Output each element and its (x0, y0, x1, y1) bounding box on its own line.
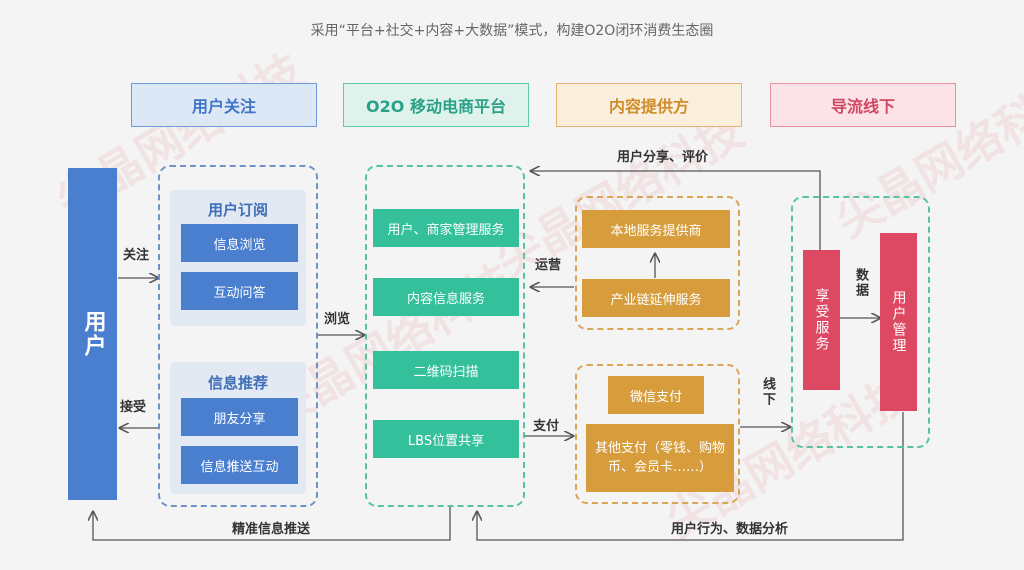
precise-push-label: 精准信息推送 (232, 522, 311, 537)
local-provider-box: 本地服务提供商 (582, 210, 730, 248)
browse-label: 浏览 (324, 312, 351, 327)
header-offline: 导流线下 (770, 83, 956, 127)
subscribe-title: 用户订阅 (207, 201, 268, 219)
info-push-box: 信息推送互动 (181, 446, 298, 484)
lbs-share-box: LBS位置共享 (373, 420, 519, 458)
recommend-title: 信息推荐 (207, 374, 268, 392)
follow-label: 关注 (123, 248, 150, 263)
header-user-follow: 用户关注 (131, 83, 317, 127)
wechat-pay-box: 微信支付 (608, 376, 704, 414)
payment-group (575, 364, 740, 504)
industry-chain-box: 产业链延伸服务 (582, 279, 730, 317)
offline-group (791, 196, 930, 448)
page-title: 采用“平台+社交+内容+大数据”模式，构建O2O闭环消费生态圈 (310, 23, 714, 39)
provider-group (575, 196, 740, 330)
other-pay-box: 其他支付（零钱、购物币、会员卡……） (586, 424, 734, 492)
interactive-qa-box: 互动问答 (181, 272, 298, 310)
user-bar: 用户 (68, 168, 117, 500)
merchant-management-box: 用户、商家管理服务 (373, 209, 519, 247)
offline-label: 线下 (760, 377, 775, 407)
platform-group (365, 165, 525, 507)
accept-label: 接受 (120, 400, 147, 415)
qr-scan-box: 二维码扫描 (373, 351, 519, 389)
enjoy-service-box: 享受服务 (803, 250, 840, 390)
content-service-box: 内容信息服务 (373, 278, 519, 316)
operate-label: 运营 (535, 258, 562, 273)
friend-share-box: 朋友分享 (181, 398, 298, 436)
behavior-analysis-label: 用户行为、数据分析 (671, 522, 789, 537)
pay-label: 支付 (533, 419, 560, 434)
header-content-provider: 内容提供方 (556, 83, 742, 127)
user-management-box: 用户管理 (880, 233, 917, 411)
follow-group (158, 165, 318, 507)
share-review-label: 用户分享、评价 (617, 150, 709, 165)
info-browse-box: 信息浏览 (181, 224, 298, 262)
data-label: 数据 (853, 268, 868, 298)
header-o2o-platform: O2O 移动电商平台 (343, 83, 529, 127)
